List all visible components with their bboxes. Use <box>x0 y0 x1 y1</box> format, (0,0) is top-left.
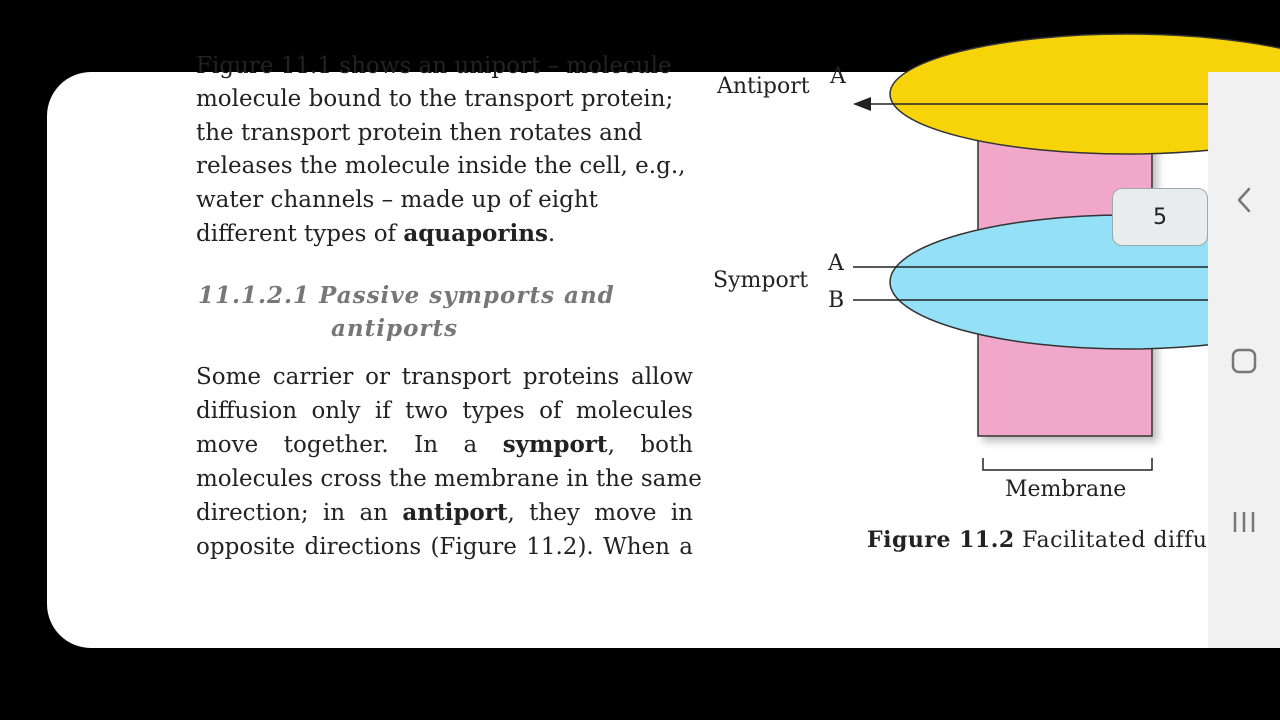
text-line: the transport protein then rotates and <box>196 119 643 146</box>
caption-figure-number: Figure 11.2 <box>867 527 1015 553</box>
cutoff-text-line: Figure 11.1 shows an uniport – molecule <box>196 53 672 79</box>
membrane-label: Membrane <box>1005 477 1127 502</box>
text-line: molecule bound to the transport protein; <box>196 86 674 112</box>
text-line: releases the molecule inside the cell, e… <box>196 153 686 179</box>
text-line: direction; in an antiport, they move in <box>196 499 693 526</box>
document-page[interactable]: Figure 11.1 shows an uniport – molecule … <box>47 33 1280 648</box>
antiport-label: Antiport <box>717 74 810 99</box>
home-button[interactable] <box>1208 331 1280 391</box>
text-line: opposite directions (Figure 11.2). When … <box>196 533 693 560</box>
chevron-left-icon <box>1237 187 1251 213</box>
antiport-protein <box>889 33 1280 155</box>
recents-button[interactable] <box>1208 492 1280 552</box>
symport-a-label: A <box>828 251 844 276</box>
android-nav-bar <box>1208 72 1280 648</box>
figure-caption: Figure 11.2 Facilitated diffu <box>867 527 1207 553</box>
antiport-a-label: A <box>830 64 846 89</box>
caption-text: Facilitated diffu <box>1014 528 1208 553</box>
arrowhead-left-icon <box>853 97 871 111</box>
section-heading-cont: antiports <box>331 315 459 342</box>
text-line: different types of aquaporins. <box>196 220 556 247</box>
square-icon <box>1231 348 1257 374</box>
section-heading: 11.1.2.1 Passive symports and <box>198 282 615 309</box>
text-line: move together. In a symport, both <box>196 431 693 458</box>
text-line: Some carrier or transport proteins allow <box>196 364 693 390</box>
membrane-bracket <box>982 458 1153 471</box>
term-aquaporins: aquaporins <box>403 220 548 247</box>
symport-b-label: B <box>828 288 845 313</box>
three-bars-icon <box>1233 512 1255 532</box>
facilitated-diffusion-figure <box>853 33 1280 471</box>
text-line: diffusion only if two types of molecules <box>196 397 693 424</box>
term-antiport: antiport <box>402 499 508 526</box>
term-symport: symport <box>502 431 608 458</box>
paragraph-uniport: molecule bound to the transport protein;… <box>196 83 693 252</box>
back-button[interactable] <box>1208 170 1280 230</box>
symport-label: Symport <box>713 268 809 293</box>
paragraph-symport-antiport: Some carrier or transport proteins allow… <box>196 361 702 564</box>
text-line: water channels – made up of eight <box>196 186 598 213</box>
text-line: molecules cross the membrane in the same <box>196 465 702 492</box>
page-number-badge: 5 <box>1112 188 1208 246</box>
